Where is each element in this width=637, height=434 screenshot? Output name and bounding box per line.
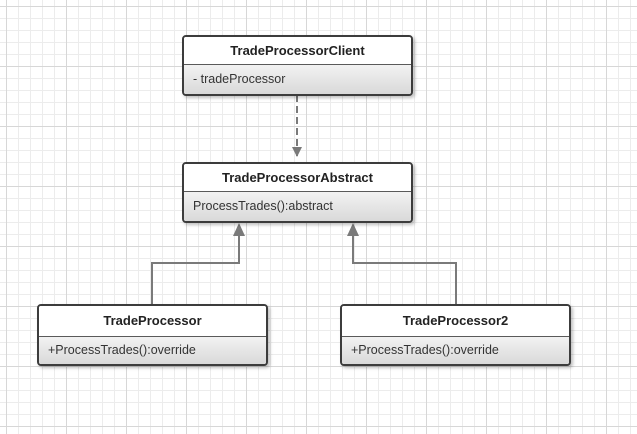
class-box-trade-processor-client[interactable]: TradeProcessorClient - tradeProcessor [182,35,413,96]
class-box-trade-processor[interactable]: TradeProcessor +ProcessTrades():override [37,304,268,366]
class-name: TradeProcessor2 [342,306,569,337]
class-box-trade-processor-abstract[interactable]: TradeProcessorAbstract ProcessTrades():a… [182,162,413,223]
inheritance-line [151,232,240,305]
dependency-connector [292,95,302,157]
inheritance-arrowhead [233,223,245,236]
inheritance-connector-processor2 [347,223,457,305]
class-name: TradeProcessorClient [184,37,411,65]
inheritance-connector-processor1 [151,223,245,305]
class-box-trade-processor-2[interactable]: TradeProcessor2 +ProcessTrades():overrid… [340,304,571,366]
class-member: - tradeProcessor [184,65,411,94]
class-member: ProcessTrades():abstract [184,192,411,221]
class-name: TradeProcessorAbstract [184,164,411,192]
inheritance-line [352,232,457,305]
class-member: +ProcessTrades():override [39,337,266,364]
class-member: +ProcessTrades():override [342,337,569,364]
class-name: TradeProcessor [39,306,266,337]
inheritance-arrowhead [347,223,359,236]
dependency-arrowhead [292,147,302,157]
